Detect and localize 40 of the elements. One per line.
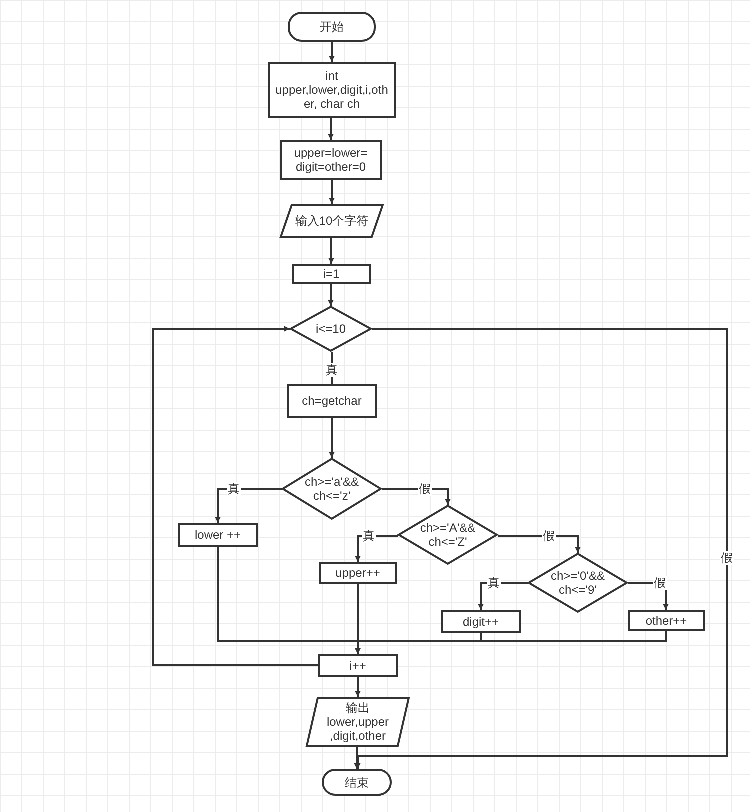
arrow bbox=[329, 42, 335, 62]
input-output-box: 输入10个字符 bbox=[280, 204, 384, 238]
process-box: digit++ bbox=[441, 610, 521, 633]
arrow bbox=[355, 535, 398, 562]
arrow bbox=[152, 326, 318, 666]
arrow bbox=[355, 631, 667, 654]
decision-diamond: ch>='A'&& ch<='Z' bbox=[398, 505, 498, 565]
decision-diamond: ch>='0'&& ch<='9' bbox=[528, 553, 628, 613]
edge-label: 假 bbox=[542, 529, 556, 543]
edge-label: 假 bbox=[720, 551, 734, 565]
process-box: other++ bbox=[628, 610, 705, 631]
process-box: upper=lower= digit=other=0 bbox=[280, 140, 382, 180]
process-box: lower ++ bbox=[178, 523, 258, 547]
process-box: i++ bbox=[318, 654, 398, 677]
arrow bbox=[355, 677, 361, 697]
edge-label: 真 bbox=[487, 576, 501, 590]
edge-label: 真 bbox=[362, 529, 376, 543]
arrow bbox=[478, 582, 528, 610]
process-box: i=1 bbox=[292, 264, 371, 284]
decision-diamond: i<=10 bbox=[290, 306, 372, 352]
terminal-box: 开始 bbox=[288, 12, 376, 42]
arrow bbox=[354, 747, 360, 769]
arrow bbox=[328, 238, 334, 264]
process-box: int upper,lower,digit,i,other, char ch bbox=[268, 62, 396, 118]
arrow bbox=[215, 488, 282, 523]
input-output-box: 输出 lower,upper ,digit,other bbox=[306, 697, 410, 747]
arrow bbox=[328, 284, 334, 306]
decision-diamond: ch>='a'&& ch<='z' bbox=[282, 458, 382, 520]
edge-label: 假 bbox=[653, 576, 667, 590]
arrow bbox=[329, 418, 335, 458]
terminal-box: 结束 bbox=[322, 769, 392, 796]
edge-label: 真 bbox=[325, 363, 339, 377]
arrow bbox=[328, 118, 334, 140]
edge-label: 假 bbox=[418, 482, 432, 496]
edge-label: 真 bbox=[227, 482, 241, 496]
arrow bbox=[498, 535, 581, 553]
process-box: upper++ bbox=[319, 562, 397, 584]
arrow bbox=[355, 328, 728, 769]
arrow bbox=[329, 180, 335, 204]
process-box: ch=getchar bbox=[287, 384, 377, 418]
